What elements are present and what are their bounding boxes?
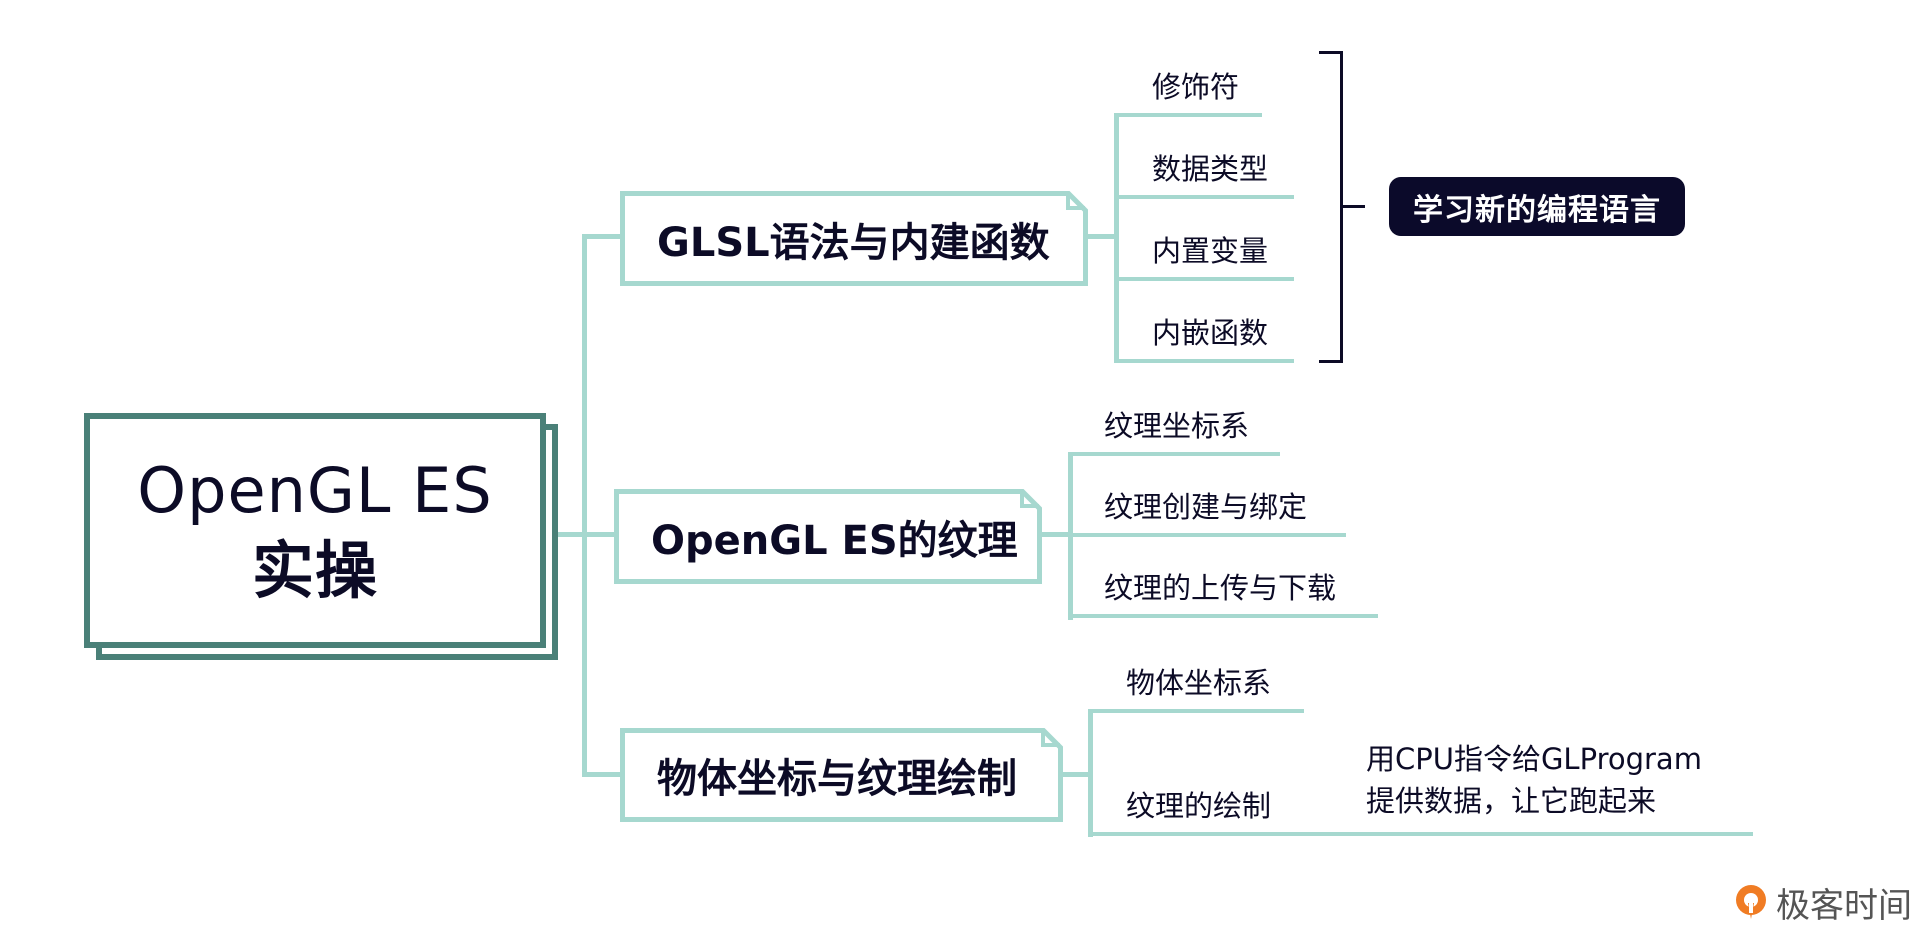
topic-texture[interactable]: OpenGL ES的纹理 [614,489,1042,584]
subtopic-texture-draw[interactable]: 纹理的绘制 [1126,789,1272,823]
subtopic-modifier[interactable]: 修饰符 [1152,70,1240,104]
subtopic-texture-coords[interactable]: 纹理坐标系 [1104,409,1250,443]
topic-glsl-connector [1088,234,1118,239]
topic-object-coords[interactable]: 物体坐标与纹理绘制 [620,728,1063,822]
trunk-branch-2 [582,532,616,537]
subtopic-data-types[interactable]: 数据类型 [1152,152,1269,186]
note-fold-icon [1020,489,1042,511]
brand-logo: 极客时间 [1734,878,1912,927]
subtopic-object-coords[interactable]: 物体坐标系 [1126,666,1272,700]
trunk-branch-1 [582,234,622,239]
geektime-logo-icon [1736,884,1766,919]
trunk-line [582,234,587,777]
root-title-line2: 实操 [251,533,378,607]
child-underline [1068,533,1346,537]
child-underline [1114,113,1262,117]
note-fold-icon [1066,191,1088,213]
child-underline [1088,709,1304,713]
brand-name: 极客时间 [1776,886,1912,926]
subtopic-builtin-vars[interactable]: 内置变量 [1152,234,1269,268]
root-node[interactable]: OpenGL ES 实操 [84,413,546,648]
summary-bracket-tick [1340,205,1365,208]
topic-object-coords-label: 物体坐标与纹理绘制 [657,756,1017,802]
topic-texture-label: OpenGL ES的纹理 [651,517,1018,564]
topic-texture-connector [1042,532,1072,537]
subtopic-builtin-funcs[interactable]: 内嵌函数 [1152,316,1269,350]
summary-bracket-bottom [1319,360,1343,363]
subtopic-note: 用CPU指令给GLProgram 提供数据，让它跑起来 [1366,738,1702,822]
note-fold-icon [1041,728,1063,750]
note-line2: 提供数据，让它跑起来 [1366,784,1657,818]
topic-object-coords-connector [1063,772,1093,777]
subtopic-texture-upload-download[interactable]: 纹理的上传与下载 [1104,571,1337,605]
root-connector [558,532,586,537]
root-title-line1: OpenGL ES [137,453,493,527]
child-underline [1088,832,1753,836]
topic-object-coords-branch [1088,709,1093,837]
topic-glsl[interactable]: GLSL语法与内建函数 [620,191,1088,286]
subtopic-texture-create-bind[interactable]: 纹理创建与绑定 [1104,490,1308,524]
summary-label[interactable]: 学习新的编程语言 [1389,177,1685,236]
note-line1: 用CPU指令给GLProgram [1366,742,1702,776]
topic-glsl-branch [1114,113,1119,363]
child-underline [1068,452,1280,456]
child-underline [1114,359,1294,363]
topic-glsl-label: GLSL语法与内建函数 [657,219,1050,266]
child-underline [1114,277,1294,281]
child-underline [1114,195,1294,199]
trunk-branch-3 [582,772,622,777]
child-underline [1068,614,1378,618]
summary-bracket-top [1319,51,1343,54]
